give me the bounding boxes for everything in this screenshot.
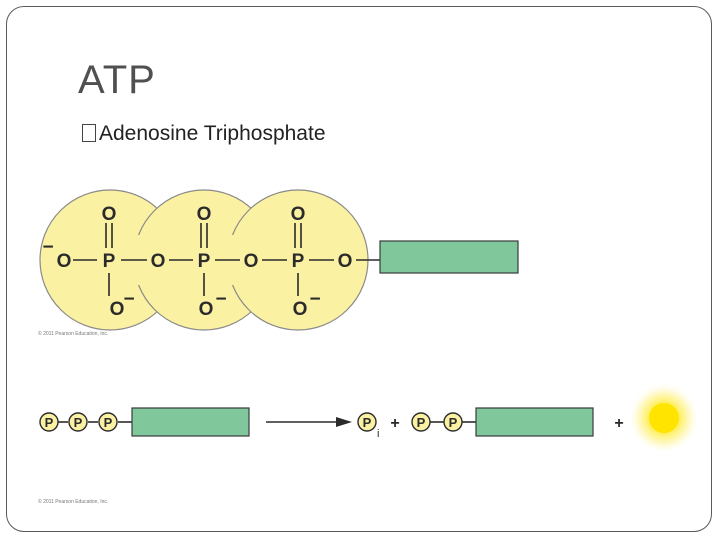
plus-sign: + <box>614 415 623 432</box>
charge-sign: − <box>123 289 134 310</box>
bullet-text: Adenosine Triphosphate <box>99 122 326 145</box>
phosphate-fill-band <box>50 235 360 285</box>
oxygen-atom: O <box>291 204 306 225</box>
oxygen-atom: O <box>57 251 72 272</box>
phosphate-circle <box>98 412 118 432</box>
adenosine-box <box>475 407 594 437</box>
inorganic-subscript: i <box>377 428 379 440</box>
oxygen-atom: O <box>244 251 259 272</box>
phosphate-label: P <box>363 415 372 430</box>
copyright-note: © 2011 Pearson Education, Inc. <box>38 499 109 505</box>
oxygen-atom: O <box>338 251 353 272</box>
slide-title: ATP <box>78 58 156 102</box>
energy-core <box>649 403 679 433</box>
oxygen-atom: O <box>102 204 117 225</box>
charge-sign: − <box>309 289 320 310</box>
phosphate-label: P <box>449 415 458 430</box>
phosphorus-atom: P <box>198 251 211 272</box>
phosphorus-atom: P <box>103 251 116 272</box>
bullet-item: Adenosine Triphosphate <box>82 122 326 146</box>
phosphate-label: P <box>74 415 83 430</box>
oxygen-atom: O <box>151 251 166 272</box>
phosphate-circle <box>411 412 431 432</box>
phosphate-label: P <box>104 415 113 430</box>
phosphorus-atom: P <box>292 251 305 272</box>
hydrolysis-reaction: P P P P i + P P + <box>39 382 700 454</box>
oxygen-atom: O <box>110 299 125 320</box>
adenosine-box <box>131 407 250 437</box>
phosphate-circle <box>443 412 463 432</box>
adenosine-box <box>379 240 519 274</box>
arrow-head-icon <box>336 417 352 427</box>
oxygen-atom: O <box>293 299 308 320</box>
charge-sign: − <box>42 237 53 258</box>
phosphate-label: P <box>45 415 54 430</box>
phosphate-circle <box>357 412 377 432</box>
atp-structure: O O O − O P O P O P O O − O − O − <box>39 189 519 331</box>
oxygen-atom: O <box>199 299 214 320</box>
copyright-note: © 2011 Pearson Education, Inc. <box>38 331 109 337</box>
bond-lines <box>73 223 380 296</box>
plus-sign: + <box>390 415 399 432</box>
phosphate-circle <box>39 412 59 432</box>
oxygen-atom: O <box>197 204 212 225</box>
charge-sign: − <box>215 289 226 310</box>
phosphate-label: P <box>417 415 426 430</box>
phosphate-circle <box>68 412 88 432</box>
bullet-glyph <box>82 124 96 142</box>
